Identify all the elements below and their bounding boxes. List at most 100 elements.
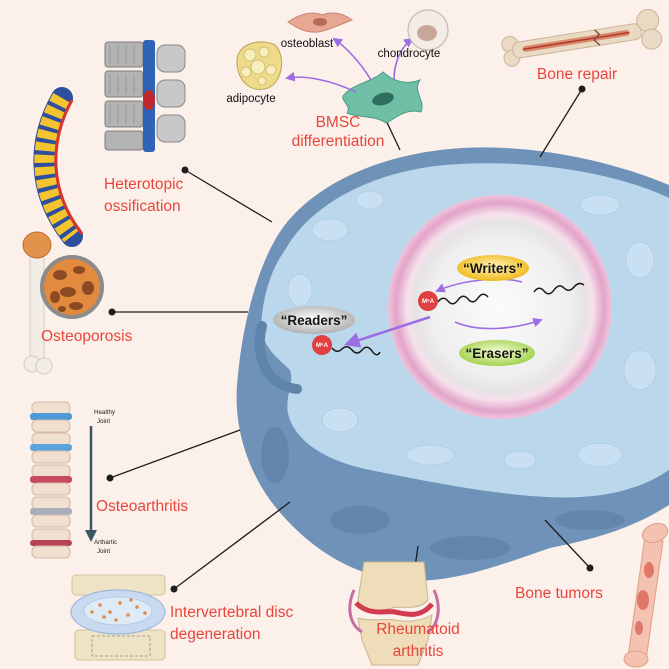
- particle: [102, 615, 106, 619]
- intervertebral-disc-degeneration: Intervertebral disc degeneration: [70, 574, 293, 661]
- cell-outer-shading: [261, 427, 625, 560]
- writers-badge: “Writers”: [457, 255, 529, 281]
- magnified-trabecular-bone: [40, 255, 104, 319]
- bone-repair: Bone repair: [501, 8, 663, 83]
- porous-bone-illustration: [22, 231, 53, 375]
- particle: [114, 618, 118, 622]
- bone-head: [22, 231, 52, 259]
- cytoplasm-texture: [287, 190, 657, 470]
- progression-arrow-head: [85, 530, 97, 542]
- connector-osteoarthritis: [109, 429, 241, 479]
- connector-dot: [181, 166, 189, 174]
- femur: [357, 561, 429, 611]
- cartilage: [30, 444, 72, 451]
- pore: [73, 266, 85, 274]
- ra-label-line2: arthritis: [393, 643, 444, 660]
- idd-label-line1: Intervertebral disc: [170, 604, 293, 621]
- vesicle: [623, 349, 657, 391]
- rna-strand-methylated: [437, 293, 489, 305]
- connector-dot: [578, 85, 586, 93]
- spine-vertebrae: [34, 93, 81, 243]
- upper-bone: [31, 401, 71, 415]
- bone-hatching: [109, 46, 135, 124]
- shade-spot: [330, 506, 390, 534]
- m6a-mark-circle: [418, 291, 438, 311]
- joint-stage-4: [30, 496, 72, 528]
- lipid-droplet: [243, 48, 257, 62]
- upper-bone: [31, 464, 71, 478]
- pore: [82, 281, 94, 295]
- writers-ellipse: [457, 255, 529, 281]
- bmsc-title-line2: differentiation: [292, 133, 385, 150]
- healthy-joint-label-line1: Healthy: [94, 409, 116, 416]
- chondrocyte-nucleus: [417, 25, 437, 41]
- fixation-rod: [522, 31, 630, 51]
- bone-tumors-label: Bone tumors: [515, 585, 603, 602]
- tumor-bone-illustration: [623, 522, 669, 668]
- connector-dot: [586, 564, 594, 572]
- cartilage: [30, 413, 72, 420]
- connector-heterotopic: [184, 169, 273, 223]
- ossification-spot: [143, 90, 155, 110]
- bone-tumors: Bone tumors: [515, 522, 669, 668]
- particle: [143, 611, 147, 615]
- spinous-process: [156, 79, 186, 108]
- connector-dot: [106, 474, 114, 482]
- fractured-bone-illustration: [501, 8, 663, 67]
- lipid-droplet: [250, 59, 266, 75]
- shade-spot: [261, 427, 289, 483]
- vertebrae-closeup: [104, 40, 186, 152]
- cartilage: [30, 508, 72, 515]
- tumor-lesion: [637, 590, 649, 610]
- bone-condyle: [35, 357, 53, 375]
- pore: [60, 287, 76, 297]
- adipocyte-cell: [236, 41, 283, 90]
- erasers-ellipse: [459, 340, 535, 366]
- m6a-mark-label: M⁶A: [316, 343, 329, 349]
- bone-end: [623, 650, 649, 668]
- nucleus-pulposus: [83, 596, 153, 626]
- vesicle: [355, 190, 385, 210]
- readers-arrow: [344, 315, 431, 348]
- vertebra-body: [104, 41, 144, 68]
- shade-spot: [555, 510, 625, 530]
- arthritic-joint-label-line2: Joint: [97, 548, 110, 555]
- chondrocyte-label: chondrocyte: [378, 48, 441, 60]
- vesicle: [579, 194, 621, 216]
- erasers-label: “Erasers”: [465, 346, 528, 361]
- bmsc-title-line1: BMSC: [316, 114, 361, 131]
- m6a-mark-nucleus: M⁶A: [418, 291, 438, 311]
- ra-label-line1: Rheumatoid: [376, 621, 460, 638]
- arthritic-joint-label-line1: Arthartic: [94, 539, 117, 546]
- heterotopic-ossification: Heterotopic ossification: [33, 40, 186, 247]
- heterotopic-label-line2: ossification: [104, 198, 181, 215]
- rna-strand-unmodified: [533, 282, 585, 295]
- vertebra-body: [104, 100, 144, 128]
- cartilage: [30, 476, 72, 483]
- erasers-arrow: [454, 317, 543, 330]
- lipid-droplet: [240, 66, 252, 78]
- bmsc-differentiation: osteoblast chondrocyte adipocyte BMSC di…: [226, 9, 449, 150]
- spinal-cord: [54, 99, 84, 235]
- connector-dot: [108, 308, 116, 316]
- rna-strand-read: [331, 346, 381, 356]
- vesicle: [503, 450, 537, 470]
- membrane-fold: [254, 321, 302, 394]
- vertebra-body: [104, 70, 144, 98]
- readers-badge: “Readers”: [273, 306, 355, 334]
- osteoporosis-label: Osteoporosis: [41, 328, 133, 345]
- erasers-badge: “Erasers”: [459, 340, 535, 366]
- vesicle: [405, 444, 455, 466]
- knee-illustration: [348, 561, 440, 666]
- adipocyte-label: adipocyte: [226, 93, 275, 105]
- disc-illustration: [70, 574, 166, 661]
- osteoarthritis-label: Osteoarthritis: [96, 498, 188, 515]
- m6a-mark-cytoplasm: M⁶A: [312, 335, 332, 355]
- connector-idd: [173, 501, 291, 590]
- arrow-to-osteoblast: [332, 37, 372, 81]
- nucleus-body: [388, 195, 612, 419]
- pores: [50, 266, 94, 312]
- arrow-to-chondrocyte: [393, 37, 414, 81]
- vertebra-body: [104, 130, 144, 151]
- particle: [108, 610, 112, 614]
